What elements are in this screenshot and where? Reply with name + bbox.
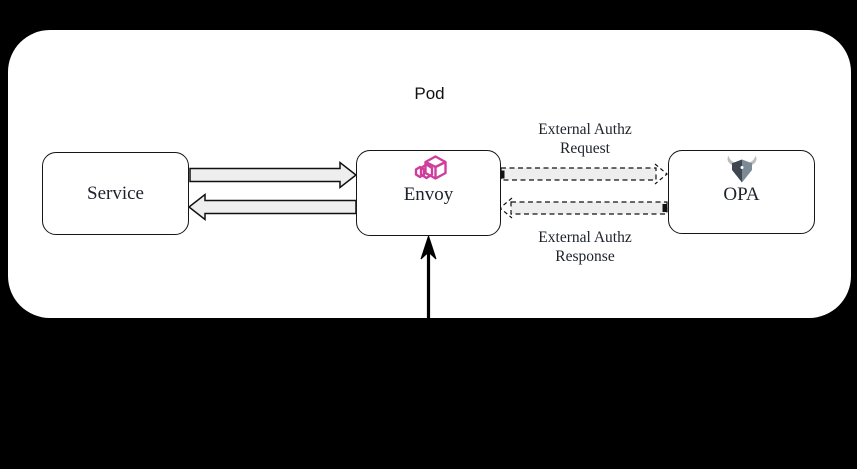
service-node: Service [42, 152, 189, 235]
opa-label: OPA [723, 184, 760, 205]
envoy-node: Envoy [356, 150, 501, 236]
request-label: External Authz Request [538, 121, 632, 157]
response-label: External Authz Response [538, 229, 632, 265]
pod-label: Pod [414, 84, 445, 103]
opa-node: OPA [668, 150, 815, 234]
envoy-label: Envoy [403, 184, 454, 205]
envoy-hexagons-icon [414, 155, 447, 180]
service-label: Service [87, 182, 144, 204]
opa-helmet-icon [727, 155, 756, 183]
